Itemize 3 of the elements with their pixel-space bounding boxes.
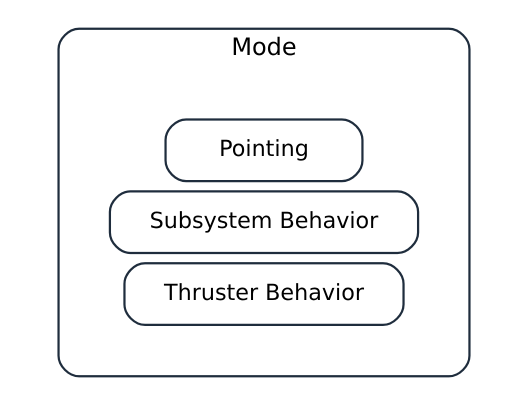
node-box: Subsystem Behavior	[108, 190, 420, 254]
node-box: Thruster Behavior	[123, 262, 405, 326]
node-box: Pointing	[164, 118, 364, 182]
